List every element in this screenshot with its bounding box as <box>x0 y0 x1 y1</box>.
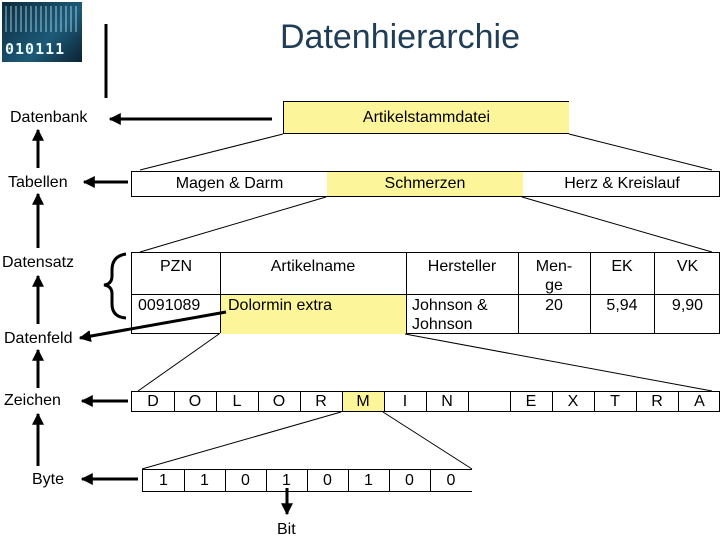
guide-field-right <box>405 334 712 391</box>
guide-db-right <box>569 134 712 170</box>
guide-table-left <box>140 197 326 252</box>
guide-field-left <box>138 334 219 391</box>
arrow-to-datenfeld <box>80 312 226 338</box>
guide-char-right <box>383 412 472 469</box>
record-brace <box>104 254 126 318</box>
guide-char-left <box>142 412 341 469</box>
guide-db-left <box>140 134 283 170</box>
guide-table-right <box>522 197 712 252</box>
